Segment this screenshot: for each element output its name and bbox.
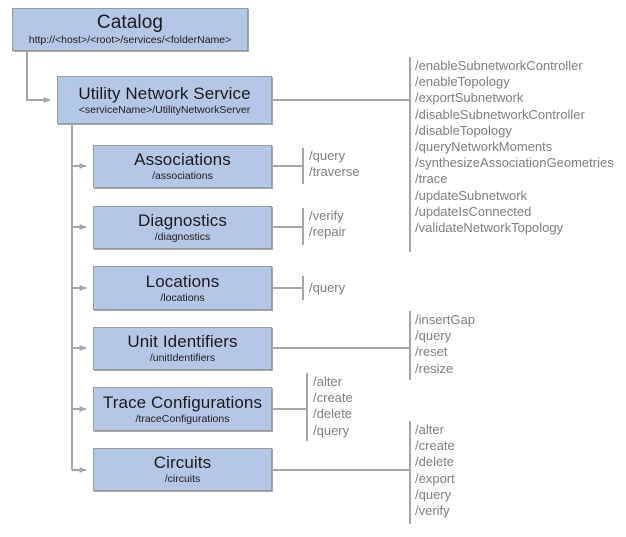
node-diagnostics[interactable]: Diagnostics /diagnostics bbox=[93, 206, 272, 249]
operation-item: /traverse bbox=[309, 164, 360, 180]
operation-item: /enableSubnetworkController bbox=[415, 58, 583, 73]
node-associations-title: Associations bbox=[134, 150, 231, 169]
node-associations-path: /associations bbox=[152, 170, 213, 182]
node-locations-path: /locations bbox=[160, 291, 205, 304]
operations-associations: /query/traverse bbox=[309, 148, 360, 180]
node-utility-network-service-title: Utility Network Service bbox=[78, 83, 251, 103]
node-circuits[interactable]: Circuits /circuits bbox=[93, 448, 272, 491]
operation-item: /create bbox=[313, 390, 353, 406]
node-trace-configurations-path: /traceConfigurations bbox=[135, 412, 230, 425]
operation-item: /export bbox=[415, 470, 455, 486]
node-utility-network-service[interactable]: Utility Network Service <serviceName>/Ut… bbox=[57, 76, 272, 124]
operation-item: /queryNetworkMoments bbox=[415, 139, 553, 155]
edge-catalog-to-uns bbox=[26, 51, 51, 103]
node-utility-network-service-path: <serviceName>/UtilityNetworkServer bbox=[78, 103, 251, 116]
operation-item: /alter bbox=[415, 422, 444, 437]
operation-item: /validateNetworkTopology bbox=[415, 220, 564, 236]
operation-item: /exportSubnetwork bbox=[415, 90, 524, 106]
operation-item: /query bbox=[313, 422, 350, 438]
operation-item: /trace bbox=[415, 171, 448, 187]
node-unit-identifiers[interactable]: Unit Identifiers /unitIdentifiers bbox=[93, 327, 272, 370]
operations-trace-configurations: /alter/create/delete/query bbox=[313, 374, 353, 439]
node-catalog-title: Catalog bbox=[96, 12, 164, 33]
operation-item: /updateSubnetwork bbox=[415, 187, 528, 203]
node-locations[interactable]: Locations /locations bbox=[93, 266, 272, 310]
operation-item: /disableSubnetworkController bbox=[415, 106, 585, 122]
operation-item: /verify bbox=[415, 503, 450, 519]
operation-item: /delete bbox=[415, 454, 455, 470]
node-associations[interactable]: Associations /associations bbox=[93, 145, 272, 188]
operation-item: /query bbox=[415, 486, 452, 502]
operation-item: /insertGap bbox=[415, 312, 475, 327]
node-catalog[interactable]: Catalog http://<host>/<root>/services/<f… bbox=[12, 8, 248, 51]
node-catalog-path: http://<host>/<root>/services/<folderNam… bbox=[28, 34, 232, 46]
node-diagnostics-title: Diagnostics bbox=[138, 211, 227, 230]
operation-item: /synthesizeAssociationGeometries bbox=[415, 155, 614, 171]
node-circuits-path: /circuits bbox=[164, 473, 201, 485]
operation-item: /alter bbox=[313, 374, 342, 389]
operation-item: /verify bbox=[309, 208, 344, 223]
operation-item: /repair bbox=[309, 224, 346, 240]
node-unit-identifiers-path: /unitIdentifiers bbox=[149, 352, 216, 364]
operation-item: /enableTopology bbox=[415, 74, 510, 90]
node-circuits-title: Circuits bbox=[153, 453, 212, 472]
node-unit-identifiers-title: Unit Identifiers bbox=[127, 332, 238, 351]
operation-item: /create bbox=[415, 438, 455, 454]
operation-item: /query bbox=[415, 328, 452, 344]
operation-item: /resize bbox=[415, 360, 454, 376]
operation-item: /delete bbox=[313, 406, 353, 422]
operations-utility-network-service: /enableSubnetworkController/enableTopolo… bbox=[415, 58, 614, 236]
operation-item: /disableTopology bbox=[415, 122, 512, 138]
operations-circuits: /alter/create/delete/export/query/verify bbox=[415, 422, 455, 519]
operations-locations: /query bbox=[309, 280, 345, 296]
node-diagnostics-path: /diagnostics bbox=[154, 231, 211, 243]
operation-item: /query bbox=[309, 280, 346, 295]
operation-item: /updateIsConnected bbox=[415, 203, 532, 219]
operation-item: /reset bbox=[415, 344, 448, 360]
operations-unit-identifiers: /insertGap/query/reset/resize bbox=[415, 312, 475, 377]
operations-diagnostics: /verify/repair bbox=[309, 208, 346, 240]
operation-item: /query bbox=[309, 148, 346, 163]
node-trace-configurations[interactable]: Trace Configurations /traceConfiguration… bbox=[93, 387, 272, 431]
node-trace-configurations-title: Trace Configurations bbox=[102, 392, 263, 412]
node-locations-title: Locations bbox=[145, 271, 220, 291]
